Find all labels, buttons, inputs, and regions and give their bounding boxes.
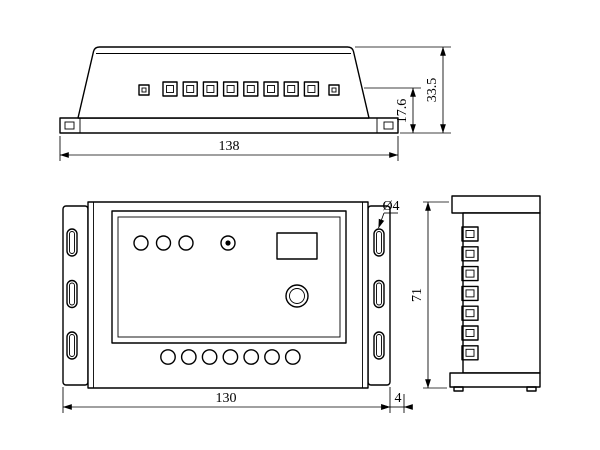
terminal-block — [461, 305, 479, 321]
dim-front-width: 130 — [62, 387, 391, 413]
dim-top-lower-height: 17.6 — [364, 87, 451, 134]
terminal-block-inner — [465, 230, 475, 238]
front-button-inner — [289, 288, 305, 304]
mounting-slot — [66, 279, 78, 309]
terminal-block-inner — [186, 85, 195, 93]
terminal-block — [263, 81, 279, 97]
terminal-block — [461, 345, 479, 361]
terminal-block — [283, 81, 299, 97]
top-view-ear-slot-left — [64, 121, 75, 130]
top-view-ear-slot-right — [383, 121, 394, 130]
terminal-block — [202, 81, 219, 97]
terminal-block — [222, 81, 239, 97]
front-view-leds — [133, 235, 194, 251]
terminal-block-inner — [226, 85, 235, 93]
terminal-block — [461, 246, 479, 262]
front-body — [87, 201, 369, 389]
terminal-block-inner — [287, 85, 296, 93]
terminal-block-inner — [307, 85, 316, 93]
front-panel-inner — [117, 216, 341, 338]
mounting-slot — [66, 228, 78, 257]
front-panel-outer — [111, 210, 347, 344]
side-body — [462, 212, 541, 374]
led-indicator — [155, 235, 172, 251]
mounting-slot-inner — [69, 231, 75, 254]
terminal-block — [461, 226, 479, 242]
dim-side-height: 71 — [410, 201, 449, 389]
terminal-block-inner — [267, 85, 275, 93]
led-indicator — [133, 235, 149, 251]
top-view-terminals — [162, 81, 320, 97]
terminal-block — [182, 81, 198, 97]
side-foot-right — [526, 386, 537, 392]
top-view-base-plate — [59, 117, 399, 134]
front-right-flange — [367, 205, 391, 386]
terminal-block — [303, 81, 320, 97]
dim-label-dia4: Ø4 — [382, 199, 399, 214]
front-indicator-ring — [220, 235, 236, 251]
top-view-vent-right-inner — [331, 87, 337, 93]
front-view-left-flange-slots — [66, 228, 78, 360]
view-front — [62, 201, 391, 389]
front-view-right-flange-slots — [373, 228, 385, 360]
view-top-elevation — [59, 46, 399, 134]
mounting-slot-inner — [376, 231, 382, 254]
led-indicator — [178, 235, 194, 251]
terminal-hole — [222, 349, 239, 365]
terminal-block-inner — [465, 269, 475, 278]
dim-label-4: 4 — [395, 391, 402, 406]
dim-label-17-6: 17.6 — [395, 99, 410, 124]
front-button-outer — [285, 284, 309, 308]
side-lid — [451, 195, 541, 214]
dim-front-flange: 4 — [381, 391, 413, 413]
dim-label-138: 138 — [219, 139, 240, 154]
terminal-hole — [160, 349, 176, 365]
dim-top-width: 138 — [59, 136, 399, 161]
dim-label-130: 130 — [216, 391, 237, 406]
top-view-vent-left-inner — [141, 87, 147, 93]
mounting-slot — [373, 331, 385, 360]
terminal-hole — [243, 349, 260, 365]
front-view-terminal-holes — [160, 349, 301, 365]
terminal-block-inner — [166, 85, 174, 93]
terminal-block-inner — [465, 309, 475, 318]
dim-mounting-hole: Ø4 — [378, 199, 400, 229]
top-view-vent-right — [328, 84, 340, 96]
front-indicator-dot — [225, 240, 231, 246]
terminal-block-inner — [465, 249, 475, 258]
dimension-annotations: 138 17.6 33.5 130 — [59, 46, 451, 413]
mounting-slot — [66, 331, 78, 360]
dim-label-33-5: 33.5 — [425, 78, 440, 103]
mounting-slot-inner — [376, 282, 382, 306]
top-view-vent-left — [138, 84, 150, 96]
terminal-block-inner — [465, 289, 475, 298]
terminal-block — [461, 325, 479, 341]
terminal-hole — [180, 349, 197, 365]
side-foot-left — [453, 386, 464, 392]
front-display — [276, 232, 318, 260]
terminal-hole — [201, 349, 218, 365]
terminal-block — [461, 285, 479, 302]
view-side — [449, 195, 541, 392]
terminal-block — [461, 265, 479, 282]
dim-top-total-height: 33.5 — [355, 46, 451, 134]
terminal-block — [243, 81, 259, 97]
terminal-block-inner — [246, 85, 255, 93]
dim-label-71: 71 — [410, 288, 425, 302]
mounting-slot-inner — [69, 334, 75, 357]
terminal-hole — [284, 349, 301, 365]
mounting-slot — [373, 279, 385, 309]
leader-line — [378, 212, 385, 229]
side-view-terminals — [461, 226, 479, 361]
terminal-block-inner — [465, 348, 475, 357]
mounting-slot-inner — [69, 282, 75, 306]
terminal-block — [162, 81, 178, 97]
terminal-block-inner — [465, 329, 475, 337]
side-base — [449, 372, 541, 388]
terminal-block-inner — [206, 85, 215, 93]
mounting-slot — [373, 228, 385, 257]
mounting-slot-inner — [376, 334, 382, 357]
terminal-hole — [264, 349, 280, 365]
